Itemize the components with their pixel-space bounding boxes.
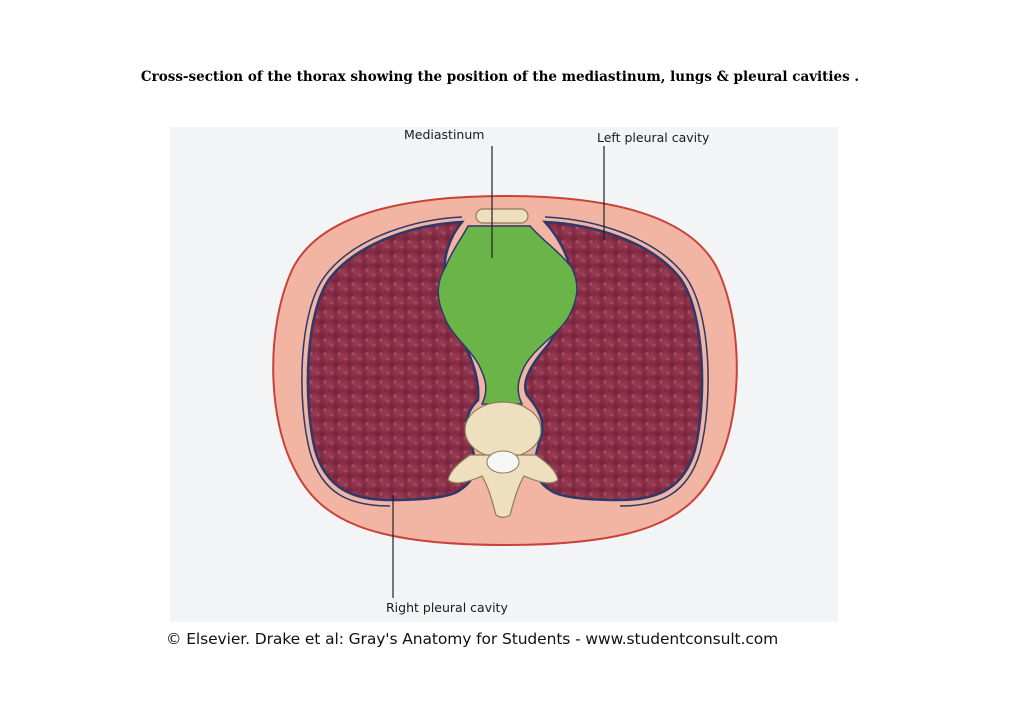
left-pleura-line: [544, 216, 709, 507]
right-pleura-line: [301, 216, 463, 507]
mediastinum: [437, 225, 578, 405]
sternum: [475, 208, 529, 224]
page-title: Cross-section of the thorax showing the …: [140, 69, 860, 85]
vertebra: [447, 401, 559, 518]
vertebral-canal: [486, 450, 520, 474]
mediastinum-label: Mediastinum: [404, 127, 485, 142]
copyright-notice: © Elsevier. Drake et al: Gray's Anatomy …: [166, 630, 779, 648]
left-pleural-cavity-label: Left pleural cavity: [597, 130, 710, 145]
right-pleural-cavity-label: Right pleural cavity: [386, 600, 508, 615]
